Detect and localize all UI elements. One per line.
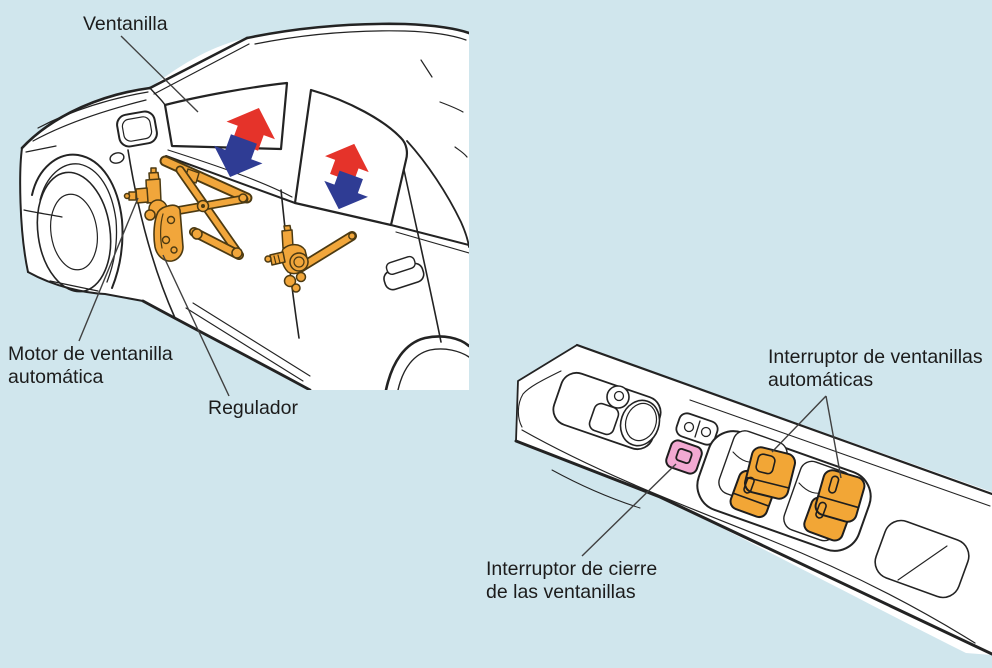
car-illustration (19, 22, 469, 390)
front-window-regulator (123, 155, 253, 262)
label-lock-switch: Interruptor de cierre de las ventanillas (486, 558, 658, 603)
label-auto-switches: Interruptor de ventanillas automáticas (768, 346, 983, 391)
mirror-control-recess (552, 371, 662, 451)
rear-window-regulator (264, 224, 357, 293)
leader-line-ventanilla (120, 35, 199, 113)
leader-line-auto-switch-right (825, 395, 842, 479)
rear-door-handle (383, 255, 425, 291)
door-handle-recess (874, 519, 970, 599)
side-mirror (116, 110, 158, 148)
mirror-button (588, 402, 620, 436)
leader-line-lock-switch (581, 463, 677, 557)
label-regulador: Regulador (208, 397, 298, 419)
label-ventanilla: Ventanilla (83, 13, 168, 35)
leader-line-auto-switch-left (771, 395, 827, 453)
front-wheel (31, 153, 124, 293)
leader-line-regulador (162, 254, 230, 397)
mirror-selector-switch (675, 412, 719, 446)
leader-line-motor (78, 197, 139, 342)
door-panel-illustration (514, 343, 992, 656)
auto-window-switch-front-right (814, 469, 866, 523)
door-lock-knob (109, 152, 125, 164)
power-window-switches (696, 430, 872, 552)
label-motor: Motor de ventanilla automática (8, 343, 173, 388)
rear-wheel-arch (384, 335, 469, 390)
leader-lines (78, 35, 842, 557)
